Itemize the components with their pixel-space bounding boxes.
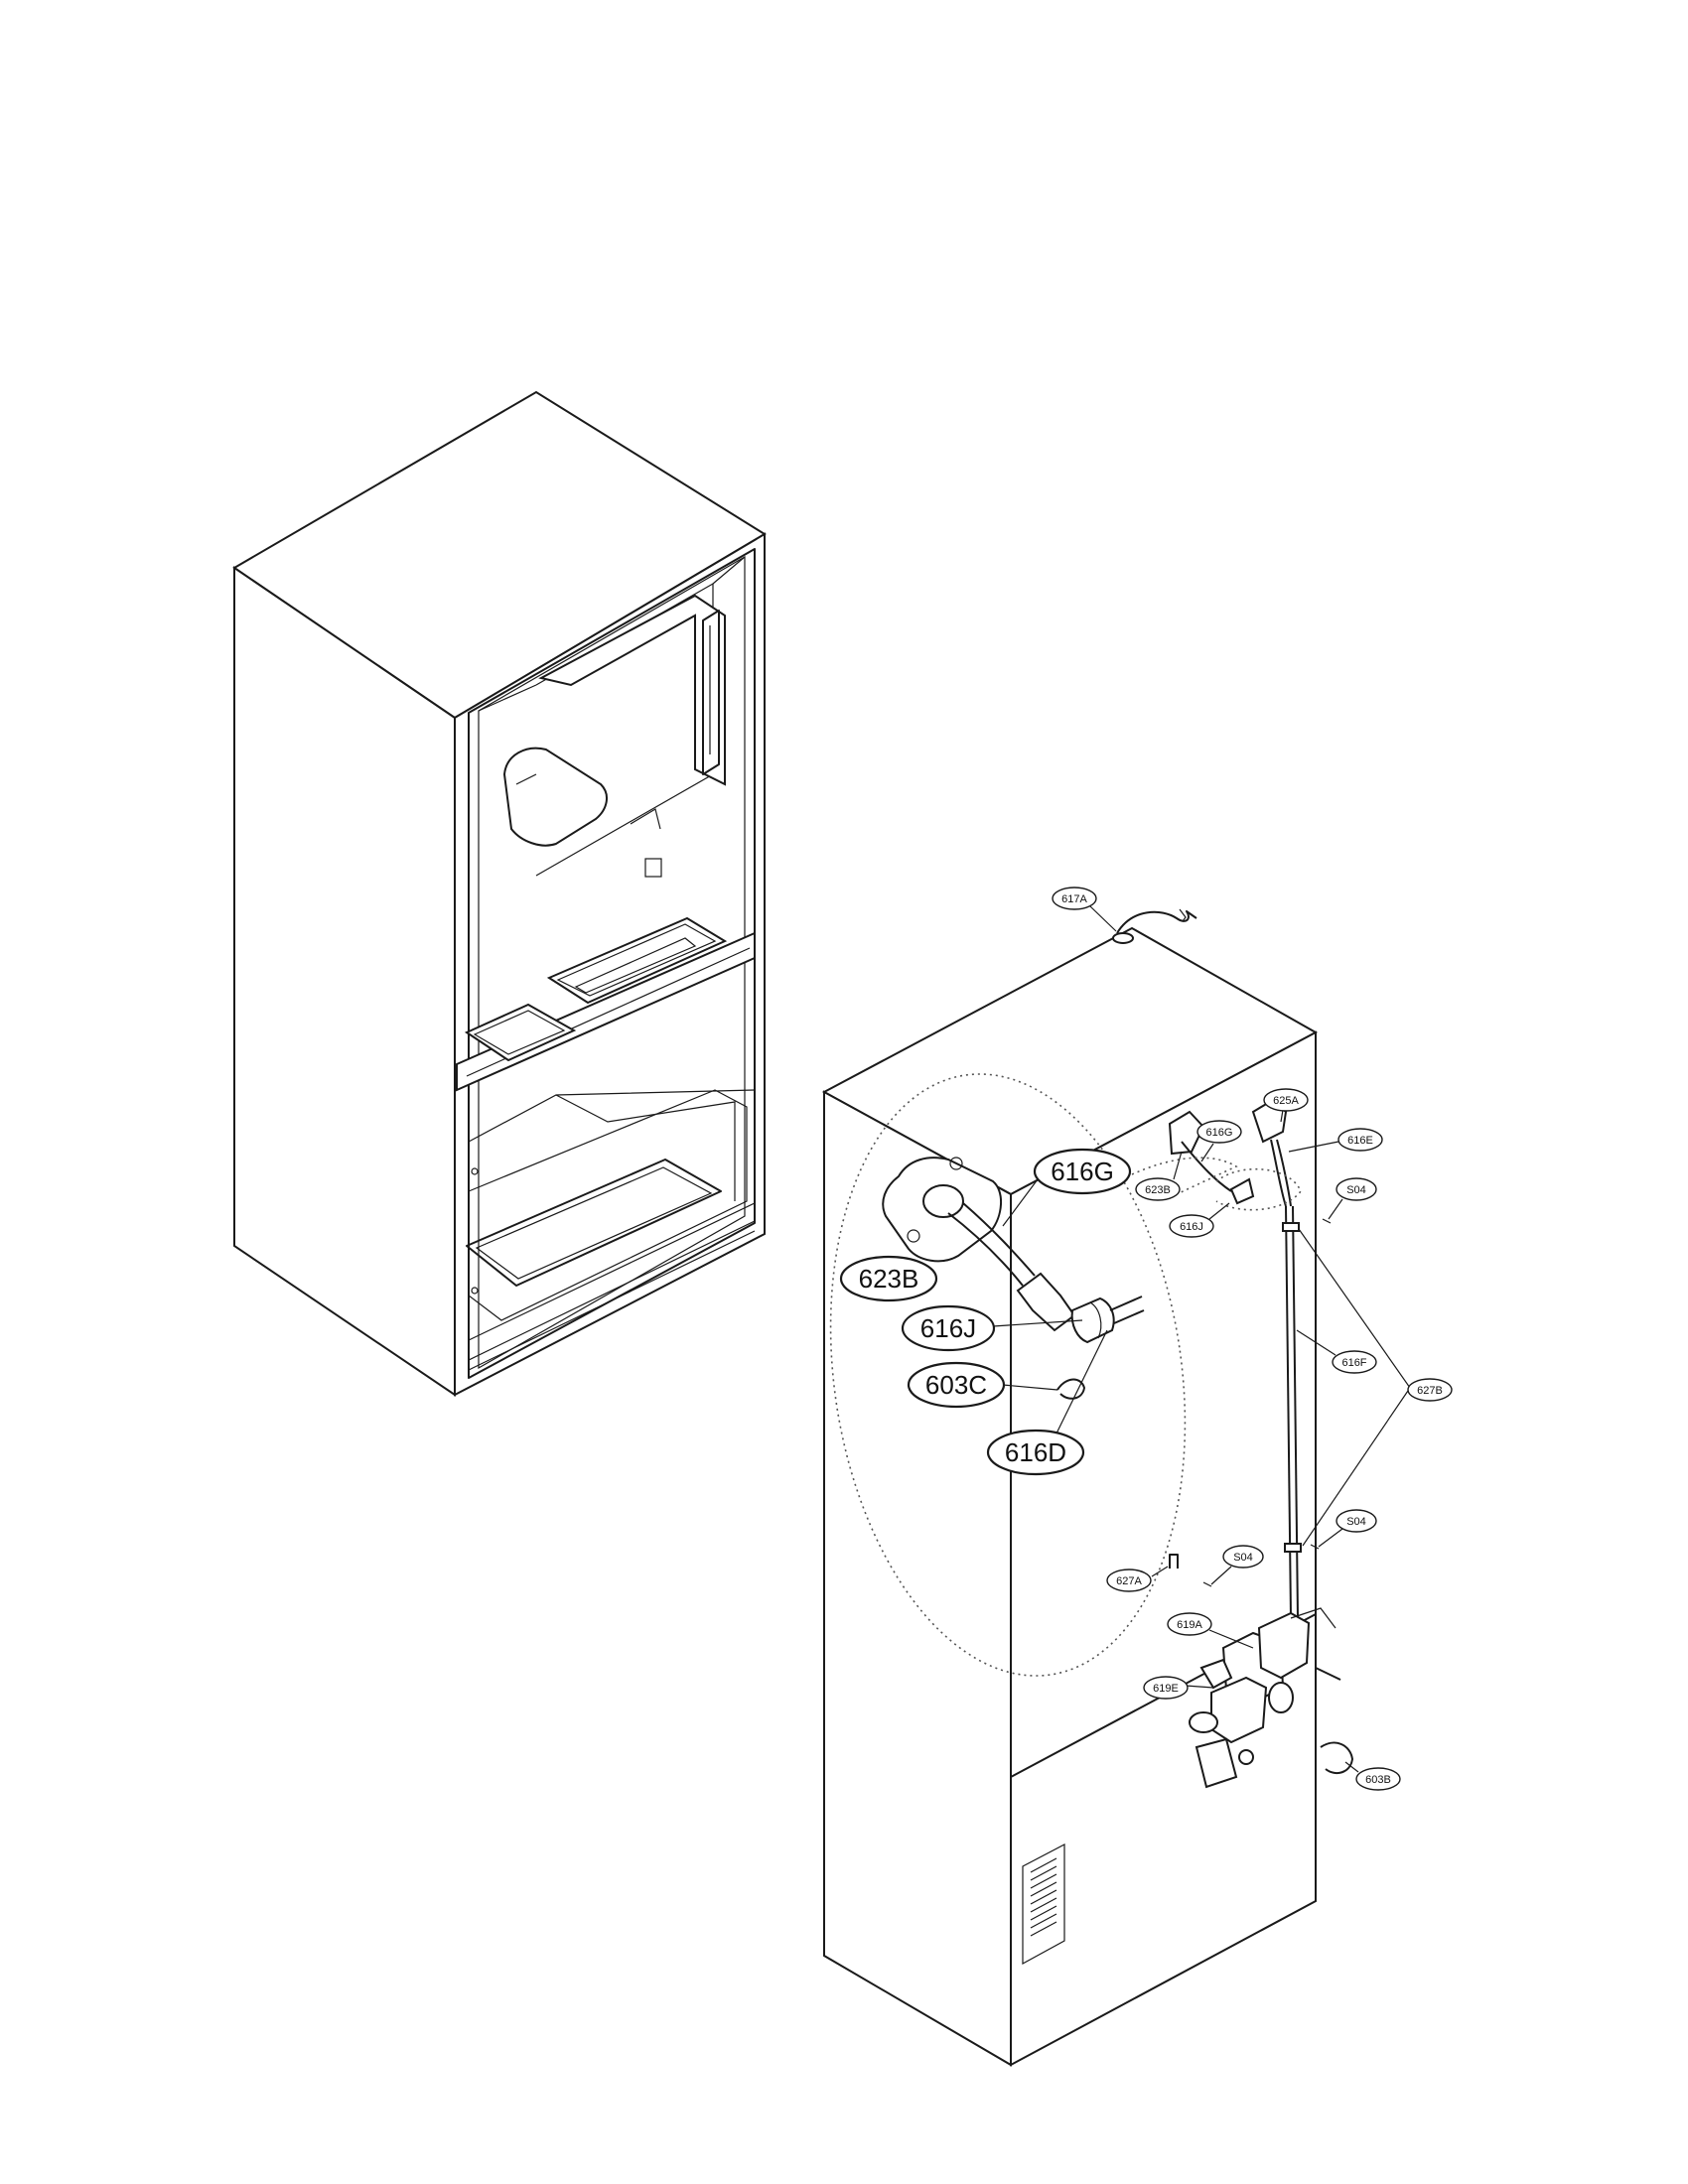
svg-text:603B: 603B: [1365, 1774, 1391, 1786]
callout-616E: 616E: [1337, 1128, 1383, 1152]
svg-text:S04: S04: [1233, 1552, 1253, 1564]
callout-S04-middle: S04: [1222, 1545, 1264, 1569]
callouts-detail: 616G 623B 616J 603C 616D: [839, 1148, 1132, 1476]
detail-callout-623B: 623B: [839, 1255, 938, 1302]
svg-text:623B: 623B: [859, 1264, 919, 1294]
svg-text:617A: 617A: [1061, 893, 1087, 905]
svg-text:616G: 616G: [1206, 1127, 1233, 1139]
svg-text:616E: 616E: [1347, 1135, 1373, 1147]
detail-callout-616G: 616G: [1033, 1148, 1132, 1195]
callout-616G: 616G: [1196, 1120, 1242, 1144]
front-cabinet: [232, 390, 767, 1397]
svg-text:623B: 623B: [1145, 1184, 1171, 1196]
callout-S04-right: S04: [1336, 1509, 1377, 1533]
svg-text:S04: S04: [1346, 1516, 1366, 1528]
water-valve: [1189, 1607, 1341, 1789]
svg-text:616G: 616G: [1051, 1157, 1114, 1186]
callouts-small: 617A 625A 616G 616E 623B 616J: [1052, 887, 1453, 1791]
svg-text:619A: 619A: [1177, 1619, 1202, 1631]
callout-623B: 623B: [1135, 1177, 1181, 1201]
callout-619E: 619E: [1143, 1676, 1189, 1700]
callout-619A: 619A: [1167, 1612, 1212, 1636]
svg-text:603C: 603C: [925, 1370, 987, 1400]
callout-625A: 625A: [1263, 1088, 1309, 1112]
callout-603B: 603B: [1355, 1767, 1401, 1791]
svg-text:616J: 616J: [920, 1313, 976, 1343]
svg-text:616F: 616F: [1341, 1357, 1366, 1369]
detail-magnifier: [829, 1073, 1238, 1677]
callout-627A: 627A: [1106, 1569, 1152, 1592]
detail-callout-603C: 603C: [907, 1361, 1006, 1409]
detail-callout-616D: 616D: [986, 1429, 1085, 1476]
callout-616J: 616J: [1169, 1214, 1214, 1238]
callout-616F: 616F: [1332, 1350, 1377, 1374]
svg-text:625A: 625A: [1273, 1095, 1299, 1107]
svg-text:619E: 619E: [1153, 1683, 1179, 1695]
svg-text:627A: 627A: [1116, 1575, 1142, 1587]
svg-text:616J: 616J: [1180, 1221, 1203, 1233]
callout-627B: 627B: [1407, 1378, 1453, 1402]
rear-cabinet: [821, 908, 1353, 2067]
svg-text:616D: 616D: [1005, 1437, 1066, 1467]
callout-S04-upper: S04: [1336, 1177, 1377, 1201]
vent-grille: [1022, 1843, 1065, 1966]
callout-617A: 617A: [1052, 887, 1097, 910]
svg-text:S04: S04: [1346, 1184, 1366, 1196]
detail-callout-616J: 616J: [901, 1304, 996, 1352]
svg-text:627B: 627B: [1417, 1385, 1443, 1397]
